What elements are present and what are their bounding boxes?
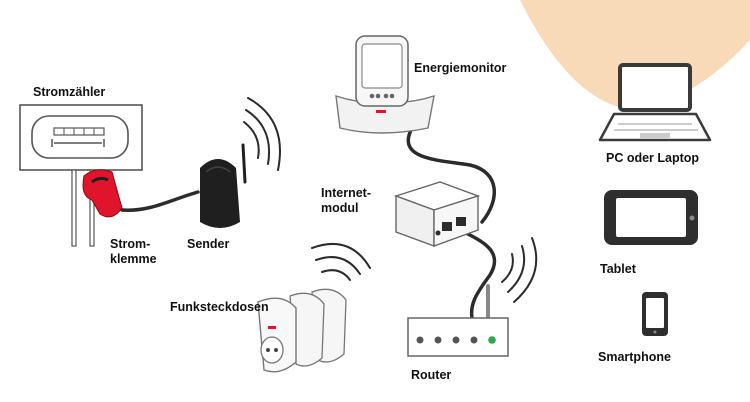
cables [120,126,497,320]
router-label: Router [411,368,452,382]
module-label: Internet- modul [321,186,371,216]
module-label-line2: modul [321,201,359,215]
sender-icon [200,143,247,228]
smart-plugs-icon [257,288,347,373]
router-icon [407,284,509,357]
sender-label: Sender [187,237,230,251]
pc-label: PC oder Laptop [606,151,700,165]
signal-waves-sender [243,97,281,171]
meter-icon [19,104,143,247]
signal-waves-plugs [311,243,371,281]
clamp-icon [82,169,123,218]
tablet-label: Tablet [600,262,636,276]
monitor-label: Energiemonitor [414,61,507,75]
meter-label: Stromzähler [33,85,106,99]
cable-monitor-module [406,126,496,224]
smartphone-icon [642,292,668,336]
laptop-icon [598,63,712,142]
internet-module-icon [393,181,481,248]
module-label-line1: Internet- [321,186,371,200]
plugs-label: Funksteckdosen [170,300,269,314]
clamp-label-line2: klemme [110,252,157,266]
energy-monitor-icon [335,35,435,134]
clamp-label: Strom- klemme [110,237,157,267]
cable-clamp-sender [120,190,200,212]
clamp-label-line1: Strom- [110,237,151,251]
cable-module-router [454,226,497,320]
smartphone-label: Smartphone [598,350,671,364]
tablet-icon [604,190,698,245]
accent-shape [520,0,750,110]
signal-waves-router [501,237,538,303]
